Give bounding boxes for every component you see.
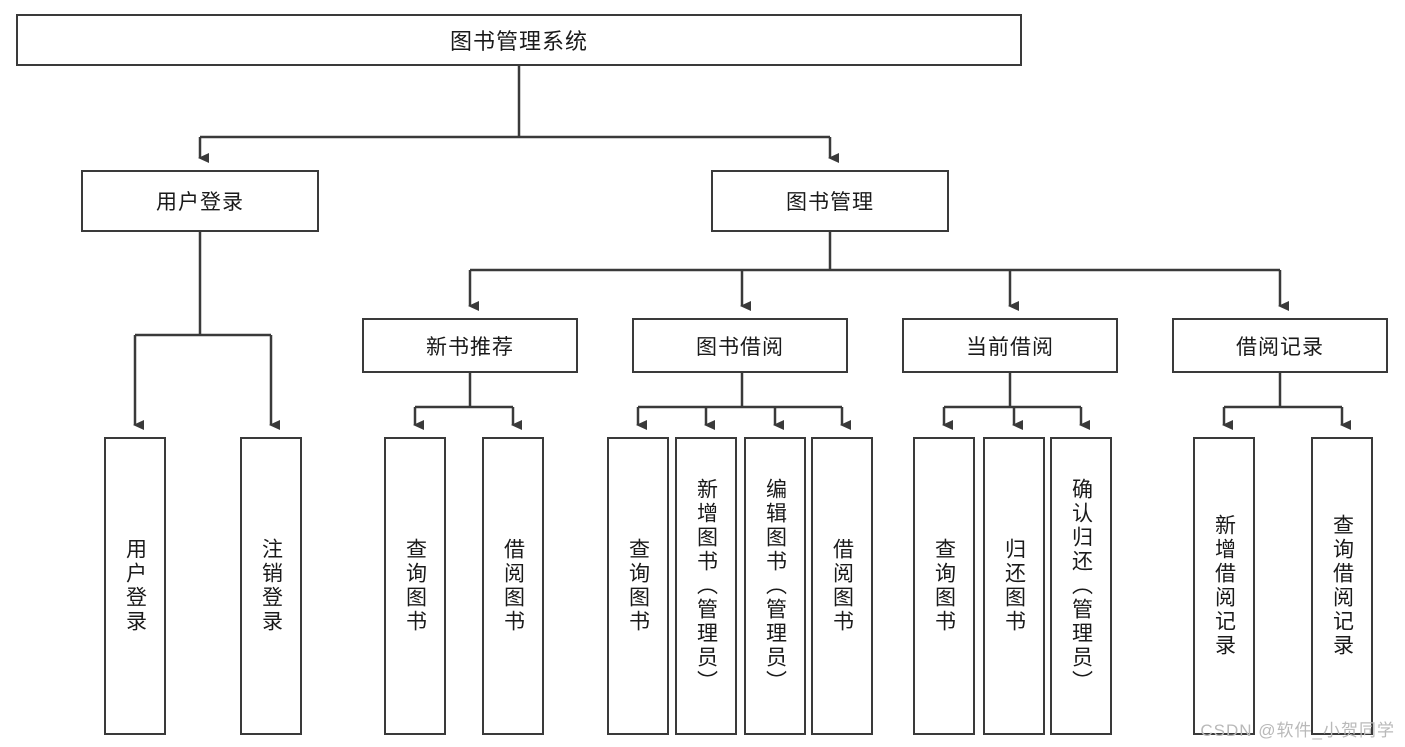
leaf-edit-book-admin[interactable]: 编辑图书（管理员） (744, 437, 806, 735)
node-label: 查询图书 (403, 538, 427, 634)
leaf-query-book-current[interactable]: 查询图书 (913, 437, 975, 735)
node-label: 注销登录 (259, 538, 283, 634)
node-borrow-record[interactable]: 借阅记录 (1172, 318, 1388, 373)
node-new-book-recommend[interactable]: 新书推荐 (362, 318, 578, 373)
leaf-user-login[interactable]: 用户登录 (104, 437, 166, 735)
node-user-login[interactable]: 用户登录 (81, 170, 319, 232)
leaf-borrow-book[interactable]: 借阅图书 (811, 437, 873, 735)
leaf-add-book-admin[interactable]: 新增图书（管理员） (675, 437, 737, 735)
node-label: 当前借阅 (966, 335, 1054, 359)
node-label: 确认归还（管理员） (1069, 478, 1093, 694)
node-current-borrow[interactable]: 当前借阅 (902, 318, 1118, 373)
node-label: 新增图书（管理员） (694, 478, 718, 694)
node-book-management[interactable]: 图书管理 (711, 170, 949, 232)
node-label: 新书推荐 (426, 335, 514, 359)
leaf-logout[interactable]: 注销登录 (240, 437, 302, 735)
node-label: 借阅记录 (1236, 335, 1324, 359)
node-label: 借阅图书 (830, 538, 854, 634)
leaf-query-borrow-record[interactable]: 查询借阅记录 (1311, 437, 1373, 735)
node-book-borrow[interactable]: 图书借阅 (632, 318, 848, 373)
node-root-system[interactable]: 图书管理系统 (16, 14, 1022, 66)
leaf-query-book-borrow[interactable]: 查询图书 (607, 437, 669, 735)
node-label: 编辑图书（管理员） (763, 478, 787, 694)
leaf-confirm-return-admin[interactable]: 确认归还（管理员） (1050, 437, 1112, 735)
node-label: 查询图书 (626, 538, 650, 634)
leaf-borrow-book-recommend[interactable]: 借阅图书 (482, 437, 544, 735)
node-label: 图书管理系统 (449, 29, 588, 54)
leaf-return-book[interactable]: 归还图书 (983, 437, 1045, 735)
watermark: CSDN @软件_小贺同学 (1200, 721, 1395, 740)
node-label: 图书借阅 (696, 335, 784, 359)
leaf-query-book-recommend[interactable]: 查询图书 (384, 437, 446, 735)
node-label: 借阅图书 (501, 538, 525, 634)
node-label: 用户登录 (156, 191, 244, 214)
node-label: 查询图书 (932, 538, 956, 634)
node-label: 查询借阅记录 (1330, 514, 1354, 658)
node-label: 归还图书 (1002, 538, 1026, 634)
node-label: 新增借阅记录 (1212, 514, 1236, 658)
leaf-add-borrow-record[interactable]: 新增借阅记录 (1193, 437, 1255, 735)
node-label: 图书管理 (786, 191, 874, 214)
node-label: 用户登录 (123, 538, 147, 634)
